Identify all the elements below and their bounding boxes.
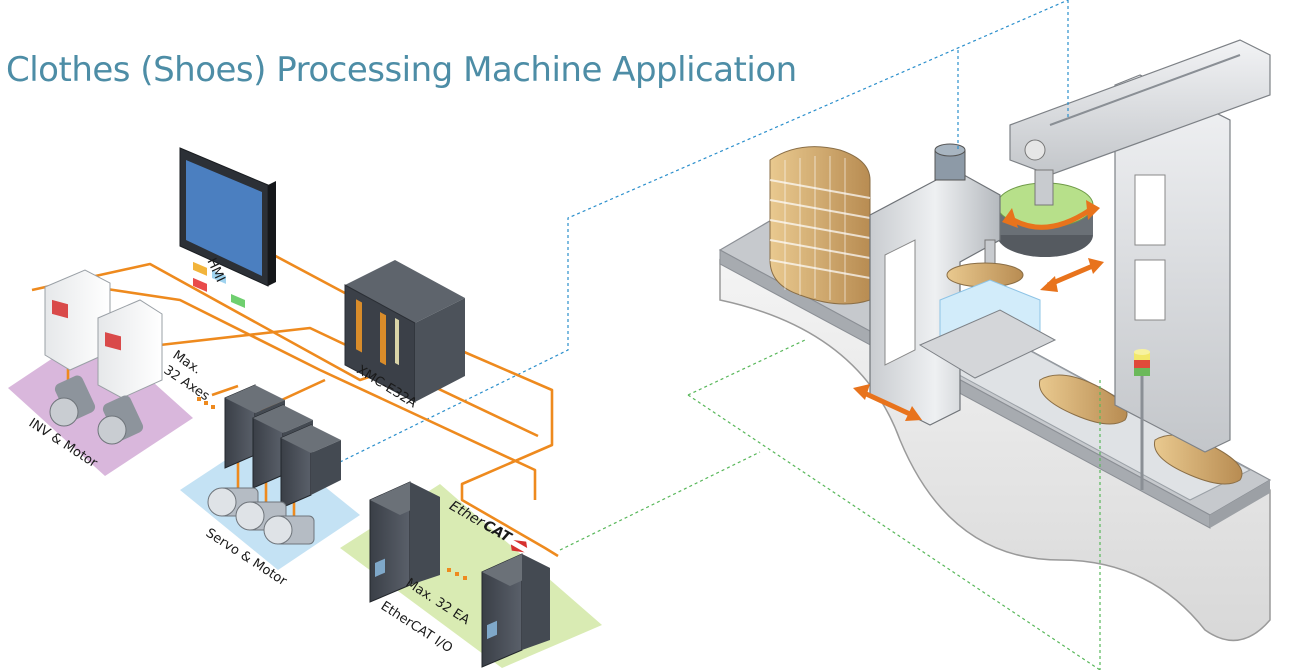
gantry-beam (1009, 39, 1271, 176)
signal-tower (1134, 349, 1150, 490)
induction-motor (49, 375, 96, 427)
inv-zone (8, 330, 193, 476)
ellipsis-dots (197, 397, 215, 409)
page-title: Clothes (Shoes) Processing Machine Appli… (6, 50, 797, 90)
inverter-drive (97, 299, 163, 399)
sole-stack (769, 146, 871, 305)
machine-base-drape (719, 258, 1271, 642)
link-lines (339, 0, 1101, 670)
ethercat-io-module (481, 553, 550, 668)
induction-motor (97, 395, 144, 445)
ellipsis-dots (447, 568, 467, 580)
sole-on-conveyor (1038, 374, 1128, 425)
controller-xmc (344, 260, 465, 403)
shoe-processing-machine (718, 39, 1272, 642)
servo-motor (263, 515, 315, 545)
hmi-panel (179, 147, 276, 308)
motion-arrows (853, 258, 1104, 421)
rotation-arrow (1008, 207, 1092, 230)
servo-drive (280, 424, 341, 509)
ethercat-io-module (369, 481, 440, 603)
press-c-frame (869, 143, 1024, 426)
